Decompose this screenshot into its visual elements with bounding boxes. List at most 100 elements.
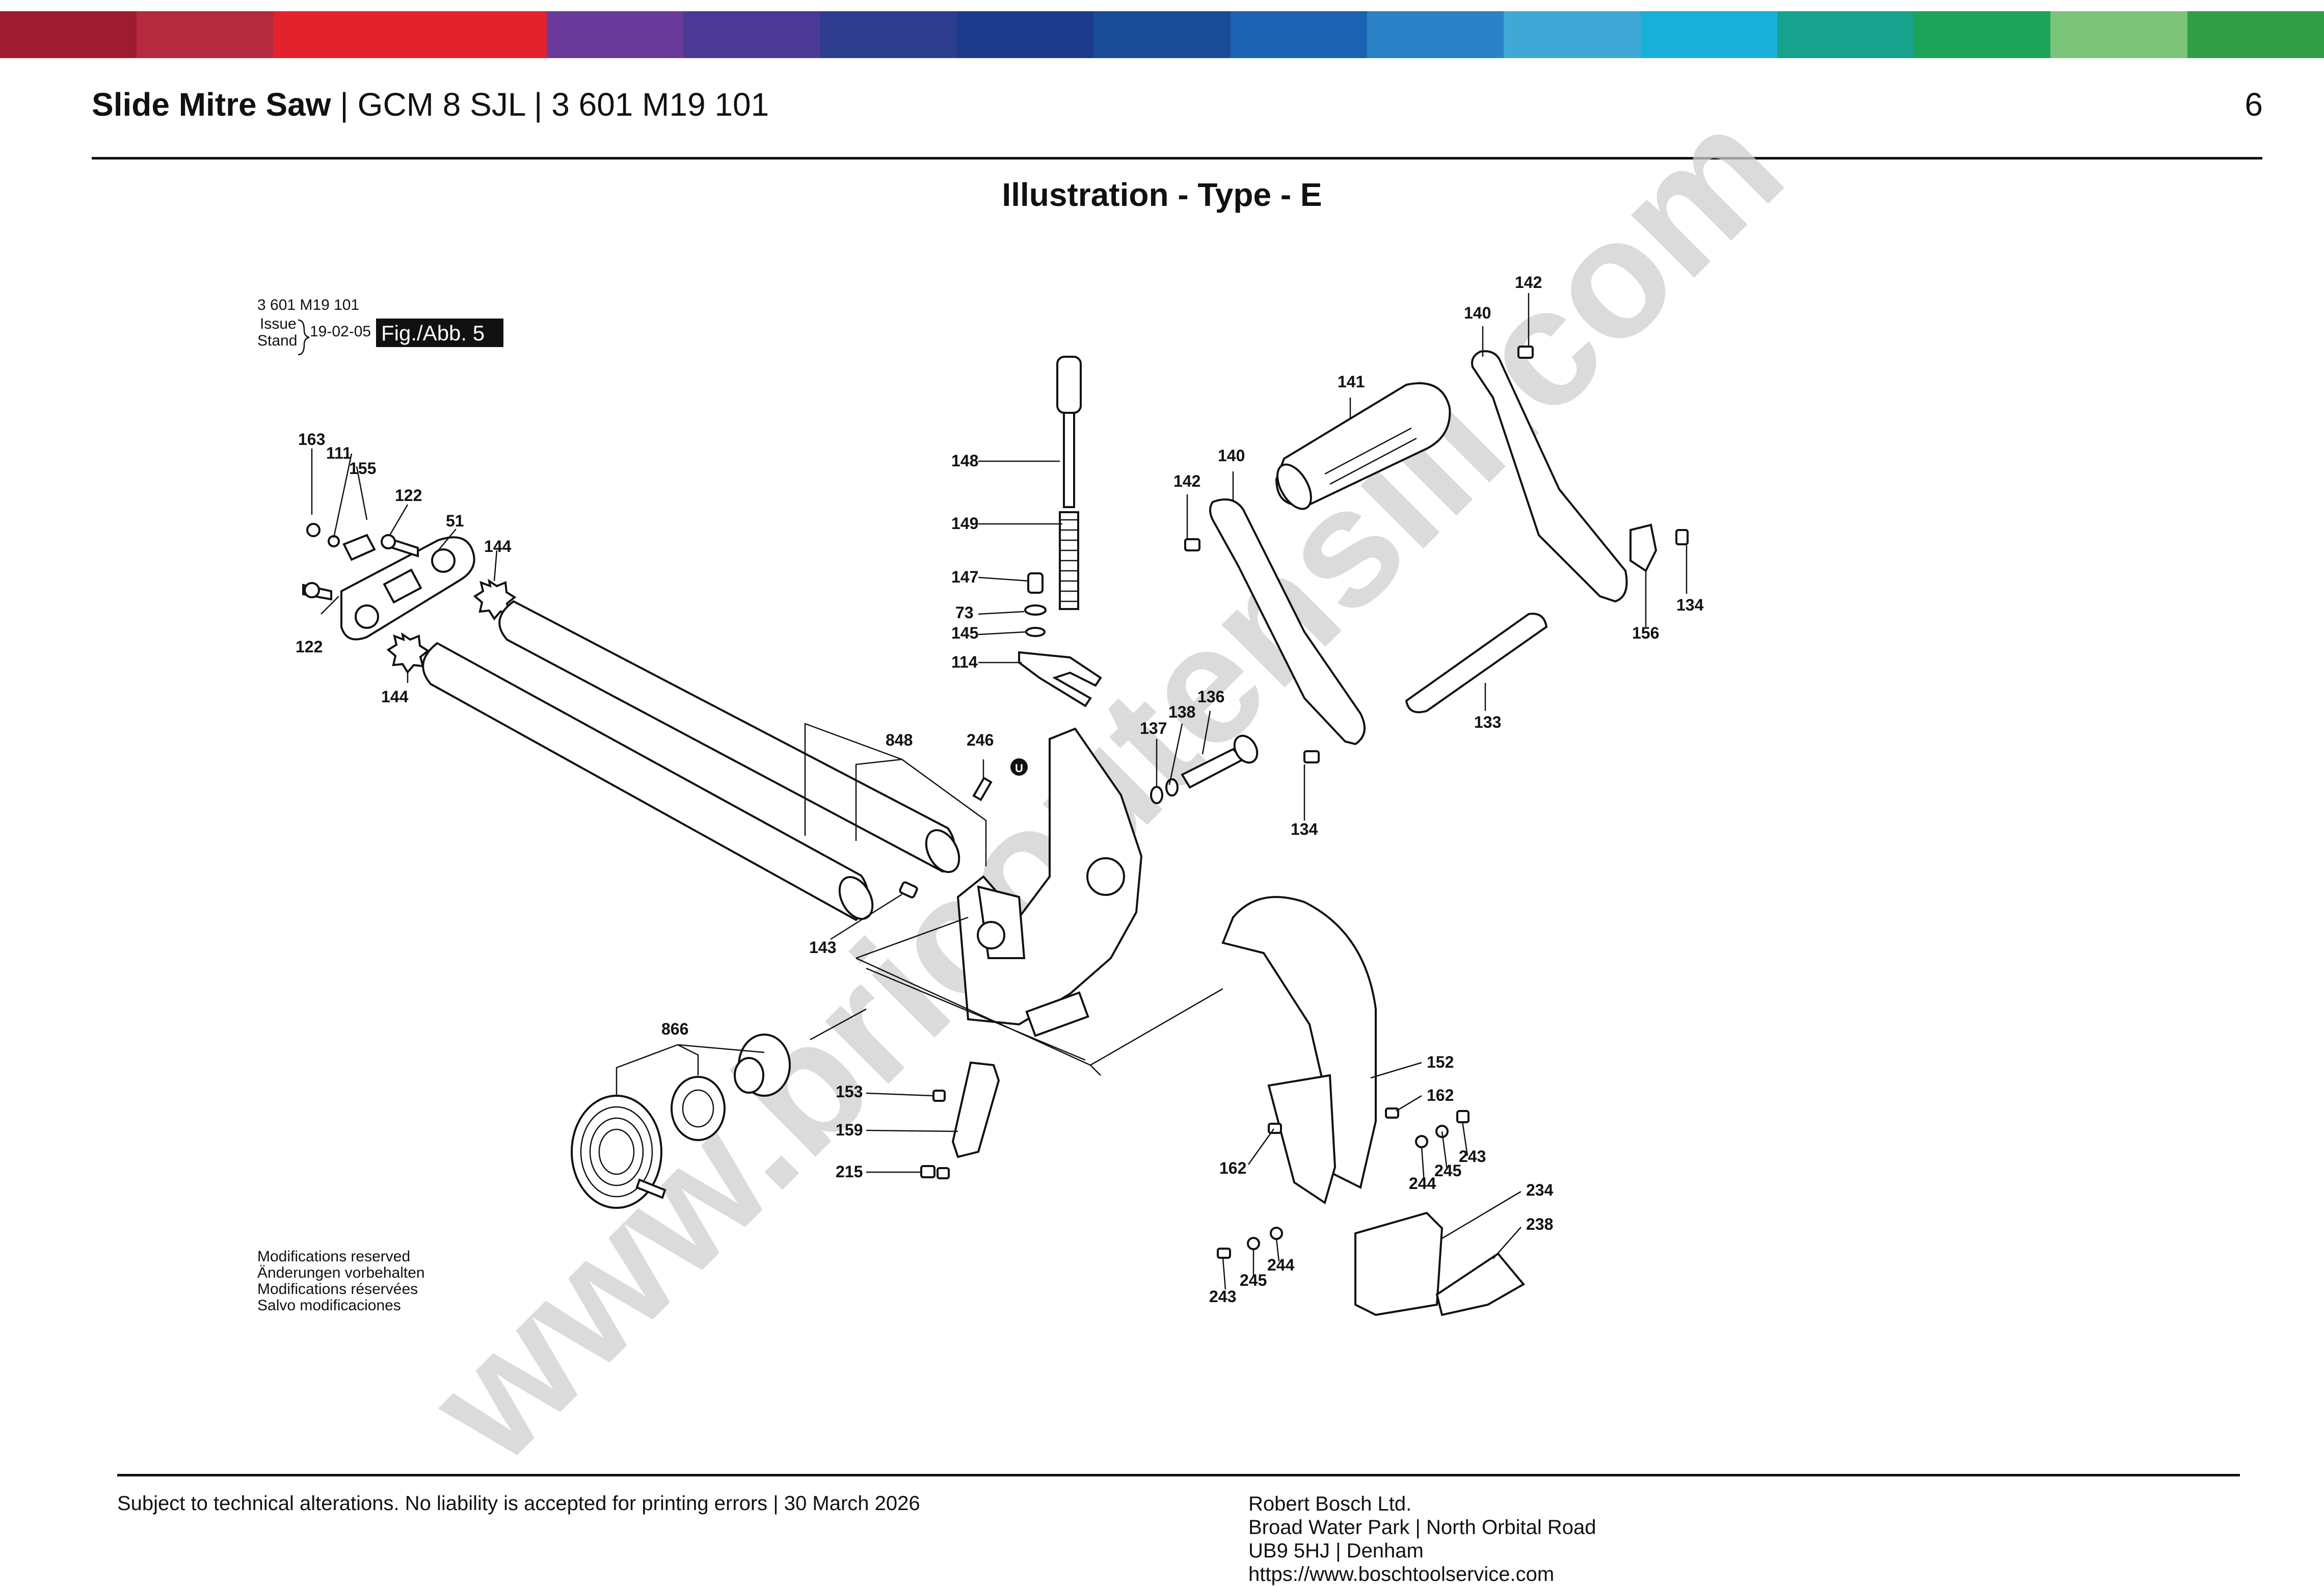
callout-133: 133 <box>1474 713 1501 731</box>
callout-122: 122 <box>395 486 422 505</box>
callout-245: 245 <box>1434 1161 1461 1180</box>
callout-122-lower: 122 <box>296 638 323 656</box>
id-brace <box>298 319 310 356</box>
brand-color-segment <box>2187 11 2324 58</box>
brand-color-segment <box>683 11 820 58</box>
callout-141: 141 <box>1338 373 1365 391</box>
brand-color-segment <box>1230 11 1367 58</box>
rail-end-bracket <box>302 523 475 641</box>
callout-162: 162 <box>1427 1086 1454 1104</box>
return-spring-assembly <box>571 1008 867 1209</box>
callout-140: 140 <box>1464 304 1491 322</box>
figure-id-block: 3 601 M19 101 Issue Stand 19-02-05 Fig./… <box>257 297 503 356</box>
brand-color-segment <box>273 11 410 58</box>
brand-color-segment <box>547 11 684 58</box>
brand-color-segment <box>1504 11 1641 58</box>
modifications-note: Modifications reserved Änderungen vorbeh… <box>257 1248 425 1314</box>
callout-148: 148 <box>951 452 978 470</box>
callout-245-lower: 245 <box>1240 1271 1267 1289</box>
id-date: 19-02-05 <box>310 323 371 340</box>
fig-label-box <box>376 319 503 347</box>
brand-color-segment <box>1367 11 1504 58</box>
callout-244-lower: 244 <box>1267 1256 1295 1274</box>
note-line: Modifications réservées <box>257 1281 418 1298</box>
document-header: Slide Mitre Saw | GCM 8 SJL | 3 601 M19 … <box>92 86 769 123</box>
header-separator: | <box>533 86 552 123</box>
brand-color-segment <box>1640 11 1777 58</box>
id-number: 3 601 M19 101 <box>257 297 359 313</box>
note-line: Salvo modificaciones <box>257 1297 401 1314</box>
note-line: Änderungen vorbehalten <box>257 1264 425 1281</box>
callout-136: 136 <box>1197 688 1224 706</box>
brand-color-bar <box>0 11 2324 58</box>
brand-color-segment <box>957 11 1094 58</box>
part-number: 3 601 M19 101 <box>551 86 769 123</box>
main-housing <box>856 727 1223 1076</box>
brand-color-segment <box>2050 11 2187 58</box>
callout-137: 137 <box>1140 719 1167 737</box>
footer-disclaimer: Subject to technical alterations. No lia… <box>117 1492 920 1515</box>
callout-243-lower: 243 <box>1209 1287 1236 1306</box>
callout-162-left: 162 <box>1219 1159 1246 1177</box>
callout-163: 163 <box>298 430 325 448</box>
address-city: UB9 5HJ | Denham <box>1248 1540 1424 1562</box>
header-separator: | <box>340 86 358 123</box>
callout-111: 111 <box>326 444 352 462</box>
callout-155: 155 <box>349 459 376 478</box>
callout-73: 73 <box>955 603 974 622</box>
lever <box>951 1061 1000 1158</box>
callout-243: 243 <box>1459 1147 1486 1166</box>
callout-144: 144 <box>484 537 512 556</box>
callout-234: 234 <box>1526 1181 1554 1199</box>
note-line: Modifications reserved <box>257 1248 410 1265</box>
address-street: Broad Water Park | North Orbital Road <box>1248 1516 1596 1539</box>
callout-156: 156 <box>1632 624 1659 642</box>
callout-215: 215 <box>836 1162 863 1181</box>
product-name: Slide Mitre Saw <box>92 86 331 123</box>
callout-152: 152 <box>1427 1053 1454 1071</box>
fig-label: Fig./Abb. 5 <box>381 321 485 345</box>
id-stand: Stand <box>257 332 297 349</box>
brand-color-segment <box>137 11 274 58</box>
callout-140-left: 140 <box>1218 446 1245 465</box>
model-name: GCM 8 SJL <box>357 86 525 123</box>
callout-U: U <box>1015 762 1023 775</box>
callout-134: 134 <box>1676 596 1704 614</box>
header-divider <box>92 157 2262 160</box>
star-nut-lower <box>386 632 430 674</box>
callout-138: 138 <box>1168 703 1195 721</box>
address-url[interactable]: https://www.boschtoolservice.com <box>1248 1563 1555 1585</box>
callout-848: 848 <box>886 731 913 749</box>
callout-114: 114 <box>951 653 978 671</box>
id-issue: Issue <box>260 315 297 332</box>
callout-leaders <box>311 293 1688 1290</box>
brand-color-segment <box>1777 11 1914 58</box>
callout-159: 159 <box>836 1121 863 1139</box>
illustration-title: Illustration - Type - E <box>1002 176 1322 213</box>
callout-51: 51 <box>446 512 464 530</box>
lock-knob-assembly <box>1018 356 1102 707</box>
callout-147: 147 <box>951 568 978 586</box>
footer-divider <box>117 1474 2240 1476</box>
guide-rails <box>422 600 960 921</box>
callout-134-lower: 134 <box>1291 820 1318 838</box>
brand-color-segment <box>1914 11 2051 58</box>
callout-142: 142 <box>1515 273 1542 292</box>
handle-assembly <box>1209 350 1628 746</box>
callout-866: 866 <box>661 1020 688 1038</box>
callout-144-lower: 144 <box>381 688 409 706</box>
callout-244: 244 <box>1409 1174 1436 1193</box>
callout-145: 145 <box>951 624 978 642</box>
page-number: 6 <box>2245 86 2263 123</box>
brand-color-segment <box>1093 11 1231 58</box>
address-company: Robert Bosch Ltd. <box>1248 1493 1412 1515</box>
brand-color-segment <box>820 11 957 58</box>
callout-238: 238 <box>1526 1215 1553 1233</box>
callout-143: 143 <box>809 938 836 957</box>
callout-153: 153 <box>836 1082 863 1101</box>
blade-guard <box>1217 896 1526 1316</box>
brand-color-segment <box>0 11 137 58</box>
callout-246: 246 <box>967 731 994 749</box>
brand-color-segment <box>410 11 547 58</box>
